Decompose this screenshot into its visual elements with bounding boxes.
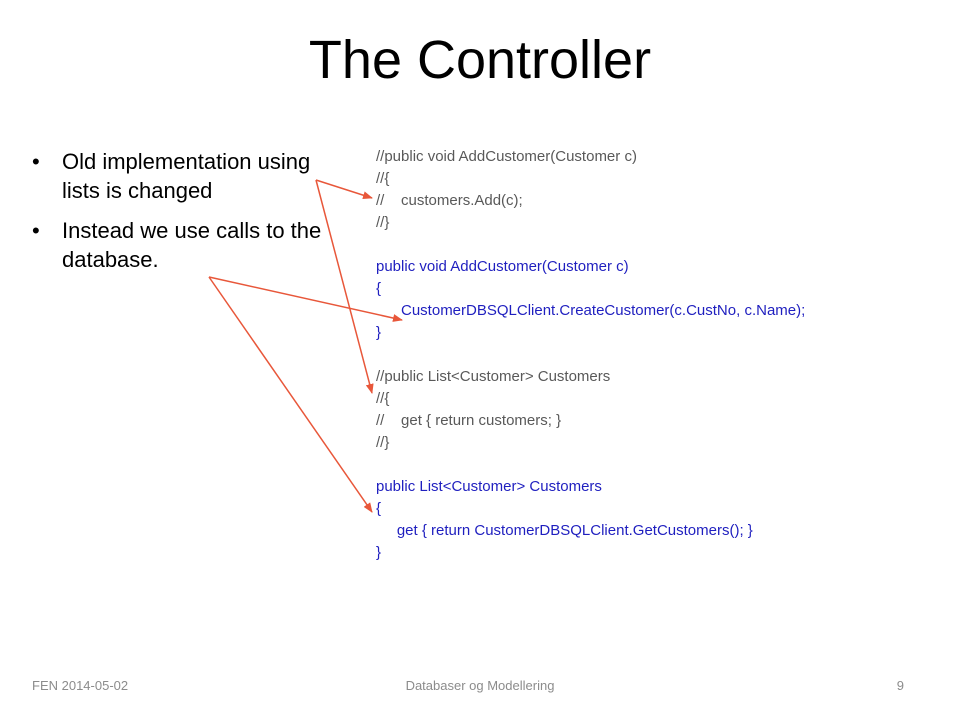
code-line: get { return CustomerDBSQLClient.GetCust… [376, 522, 753, 539]
code-line: CustomerDBSQLClient.CreateCustomer(c.Cus… [376, 302, 806, 319]
bullet-text: Old implementation using lists is change… [62, 149, 311, 203]
code-block-new-customers-property: public List<Customer> Customers { get { … [376, 476, 936, 564]
bullet-text: Instead we use calls to the database. [62, 218, 322, 272]
code-listing: //public void AddCustomer(Customer c) //… [376, 146, 936, 564]
code-block-new-add-customer: public void AddCustomer(Customer c) { Cu… [376, 256, 936, 344]
code-line: //} [376, 434, 390, 451]
code-line: { [376, 280, 382, 297]
code-gap [376, 344, 936, 366]
code-line: public List<Customer> Customers [376, 478, 602, 495]
code-line: //{ [376, 390, 390, 407]
code-block-old-add-customer: //public void AddCustomer(Customer c) //… [376, 146, 936, 234]
footer-date: FEN 2014-05-02 [32, 678, 129, 693]
arrow-to-old-add-customer [315, 179, 373, 200]
arrow-to-old-customers-property [315, 179, 374, 394]
arrow-to-new-customers-property [208, 276, 373, 513]
code-line: } [376, 544, 382, 561]
bullet-dot-icon: • [32, 218, 40, 243]
footer-page-number: 9 [896, 678, 904, 693]
code-gap [376, 454, 936, 476]
bullet-item: • Old implementation using lists is chan… [32, 147, 322, 205]
code-line: { [376, 500, 382, 517]
code-line: } [376, 324, 382, 341]
code-line: //{ [376, 170, 390, 187]
bullet-list: • Old implementation using lists is chan… [32, 147, 322, 285]
code-gap [376, 234, 936, 256]
bullet-dot-icon: • [32, 149, 40, 174]
code-line: //public List<Customer> Customers [376, 368, 611, 385]
bullet-item: • Instead we use calls to the database. [32, 216, 322, 274]
code-line: //} [376, 214, 390, 231]
footer-course: Databaser og Modellering [405, 678, 555, 693]
code-block-old-customers-property: //public List<Customer> Customers //{ //… [376, 366, 936, 454]
code-line: // get { return customers; } [376, 412, 562, 429]
code-line: public void AddCustomer(Customer c) [376, 258, 629, 275]
code-line: //public void AddCustomer(Customer c) [376, 148, 637, 165]
code-line: // customers.Add(c); [376, 192, 523, 209]
slide-title: The Controller [308, 30, 652, 90]
